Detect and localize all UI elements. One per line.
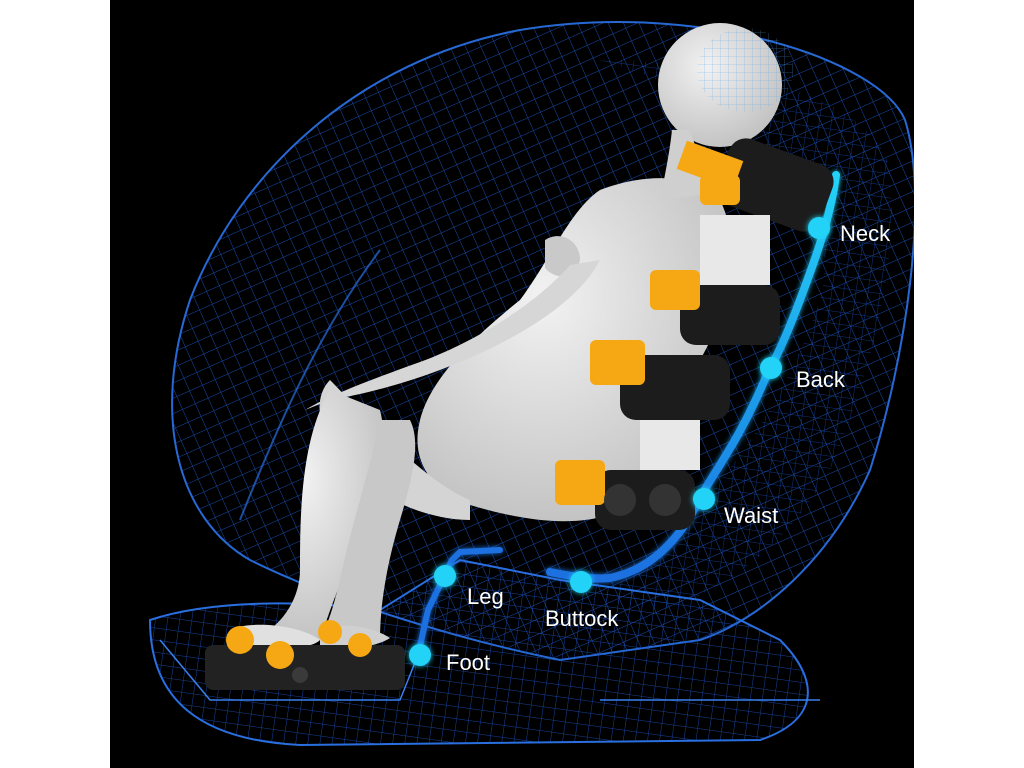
label-neck: Neck	[840, 221, 891, 246]
marker-waist	[693, 488, 715, 510]
marker-foot	[409, 644, 431, 666]
massage-chair-image	[110, 0, 914, 768]
label-foot: Foot	[446, 650, 491, 675]
label-buttock: Buttock	[545, 606, 619, 631]
label-back: Back	[796, 367, 845, 392]
acupoint-markers	[409, 217, 830, 666]
foot-rollers	[205, 620, 405, 690]
label-leg: Leg	[467, 584, 504, 609]
massage-track-line	[546, 171, 840, 583]
marker-back	[760, 357, 782, 379]
marker-neck	[808, 217, 830, 239]
back-roller-modules	[555, 138, 834, 530]
label-waist: Waist	[724, 503, 779, 528]
marker-leg	[434, 565, 456, 587]
marker-buttock	[570, 571, 592, 593]
